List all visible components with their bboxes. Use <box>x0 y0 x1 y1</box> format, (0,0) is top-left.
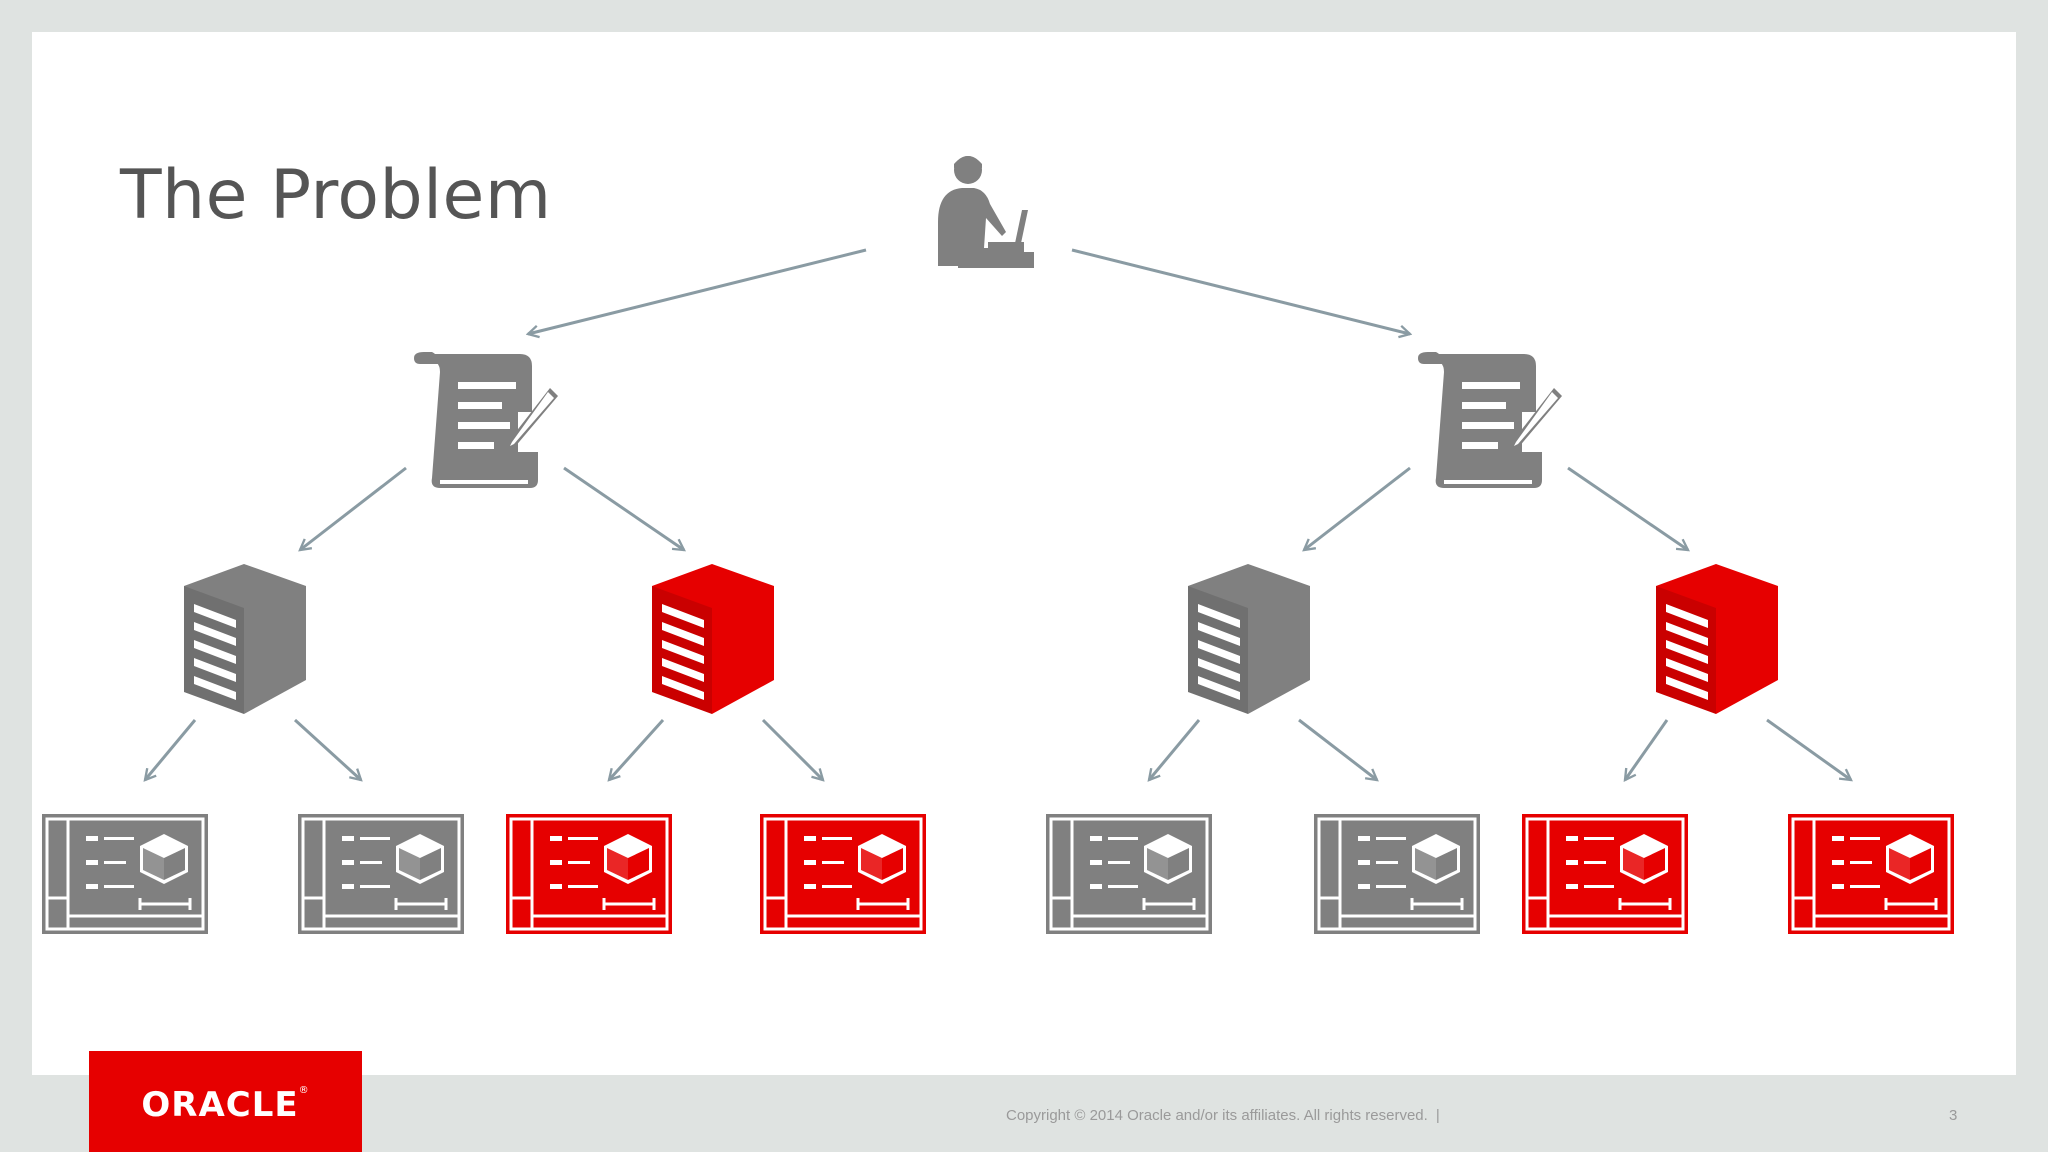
server-icon <box>1656 564 1778 714</box>
logo-registered-mark: ® <box>298 1085 310 1096</box>
script-document-icon <box>414 352 558 488</box>
connector-arrow <box>528 248 867 334</box>
copyright-text: Copyright © 2014 Oracle and/or its affil… <box>1006 1107 1428 1124</box>
server-icon <box>652 564 774 714</box>
instance-panel-icon <box>42 814 208 934</box>
instance-panel-icon <box>298 814 464 934</box>
user-at-laptop-icon <box>938 156 1034 268</box>
instance-panel-icon <box>506 814 672 934</box>
connector-arrow <box>1567 466 1688 550</box>
instance-panel-icon <box>1522 814 1688 934</box>
page-number: 3 <box>1949 1107 1958 1124</box>
server-icon <box>1188 564 1310 714</box>
connector-arrow <box>145 719 197 780</box>
instance-panel-icon <box>1314 814 1480 934</box>
connector-arrow <box>1766 718 1851 780</box>
slide-title: The Problem <box>120 156 552 235</box>
connector-arrow <box>1625 719 1669 780</box>
connector-arrow <box>1071 248 1410 334</box>
logo-text: ORACLE <box>141 1085 299 1125</box>
connector-arrow <box>609 718 665 780</box>
connector-arrow <box>1298 718 1377 780</box>
oracle-logo: ORACLE® <box>89 1051 362 1152</box>
instance-panel-icon <box>760 814 926 934</box>
diagram-nodes <box>42 156 1954 934</box>
connector-arrow <box>761 718 823 780</box>
connector-arrow <box>1304 466 1411 550</box>
server-icon <box>184 564 306 714</box>
connector-arrow <box>1149 719 1201 780</box>
connector-arrow <box>293 718 361 780</box>
connector-arrow <box>563 466 684 550</box>
instance-panel-icon <box>1788 814 1954 934</box>
connector-arrow <box>300 466 407 550</box>
connector-arrows <box>145 248 1851 780</box>
footer-separator: | <box>1435 1107 1440 1124</box>
copyright-footer: Copyright © 2014 Oracle and/or its affil… <box>1006 1107 1440 1124</box>
script-document-icon <box>1418 352 1562 488</box>
instance-panel-icon <box>1046 814 1212 934</box>
